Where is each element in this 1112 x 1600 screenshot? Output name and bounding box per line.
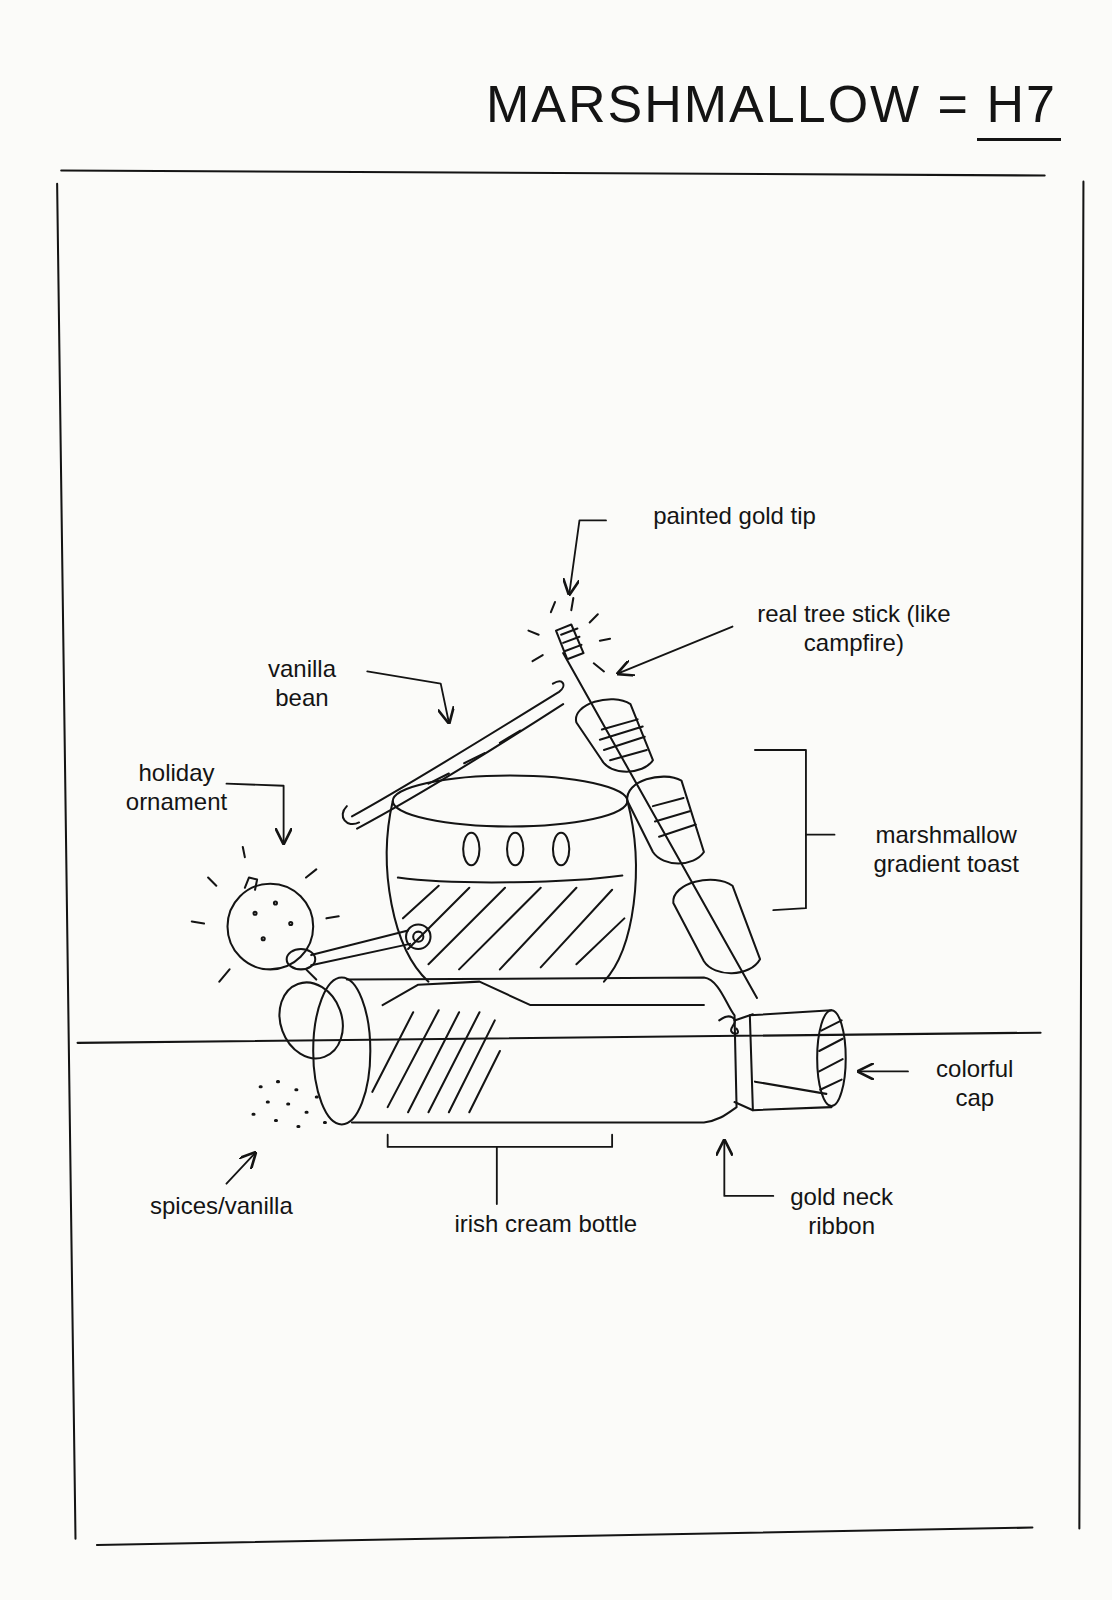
callout-label: irish cream bottle — [408, 1210, 683, 1239]
callout-label: vanilla bean — [241, 655, 363, 713]
callout-label: marshmallow gradient toast — [837, 821, 1056, 879]
sketch-title: MARSHMALLOW = H7 — [486, 73, 1057, 135]
callout-label: holiday ornament — [100, 759, 253, 817]
callout-label: real tree stick (like campfire) — [737, 600, 972, 658]
horizon-line — [78, 1033, 1041, 1043]
callout-label: colorful cap — [916, 1055, 1033, 1113]
title-underline — [977, 138, 1061, 141]
vanilla-bean-drawing — [343, 682, 564, 829]
callout-label: spices/vanilla — [114, 1192, 328, 1221]
frame-right — [1079, 182, 1083, 1529]
frame-bottom — [97, 1528, 1033, 1545]
marshmallow-stick-drawing — [528, 598, 760, 998]
glass-drawing — [387, 776, 636, 982]
bottle-drawing — [269, 974, 846, 1125]
frame-top — [61, 170, 1044, 175]
callout-label: gold neck ribbon — [770, 1183, 913, 1241]
callout-label: painted gold tip — [612, 502, 857, 531]
ornament-drawing — [192, 847, 431, 982]
frame-left — [57, 184, 75, 1539]
spice-dots — [253, 1082, 325, 1127]
